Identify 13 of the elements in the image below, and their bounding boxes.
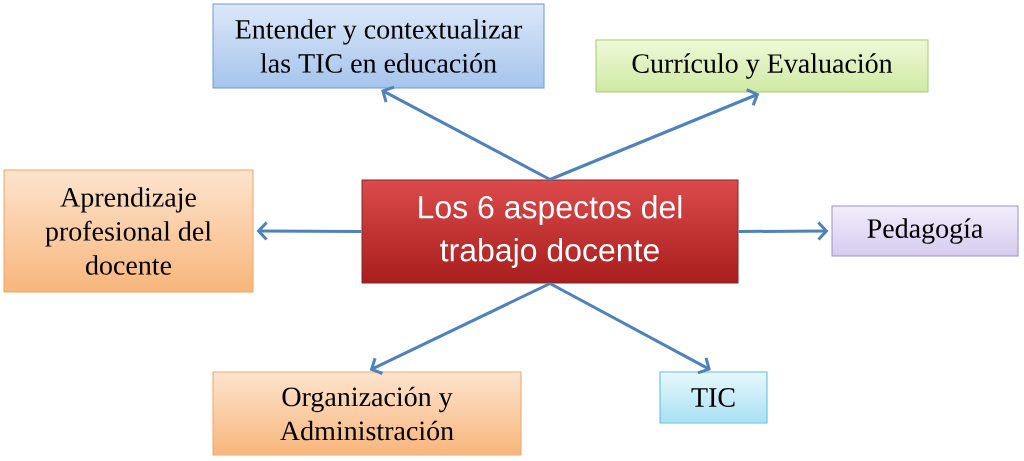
arrow <box>549 282 711 375</box>
arrow <box>369 282 551 375</box>
arrow <box>256 221 362 241</box>
aspect-box: Entender y contextualizar las TIC en educación <box>212 3 545 89</box>
aspect-box: Organización y Administración <box>212 371 522 456</box>
topic-box: Los 6 aspectos del trabajo docente <box>361 179 739 284</box>
aspect-box: Aprendizaje profesional del docente <box>3 169 254 293</box>
aspect-box: TIC <box>659 371 768 424</box>
aspect-box: Pedagogía <box>831 205 1019 257</box>
aspect-box: Currículo y Evaluación <box>595 39 929 93</box>
arrow <box>738 221 829 241</box>
arrow <box>381 85 551 181</box>
arrow <box>549 88 760 181</box>
